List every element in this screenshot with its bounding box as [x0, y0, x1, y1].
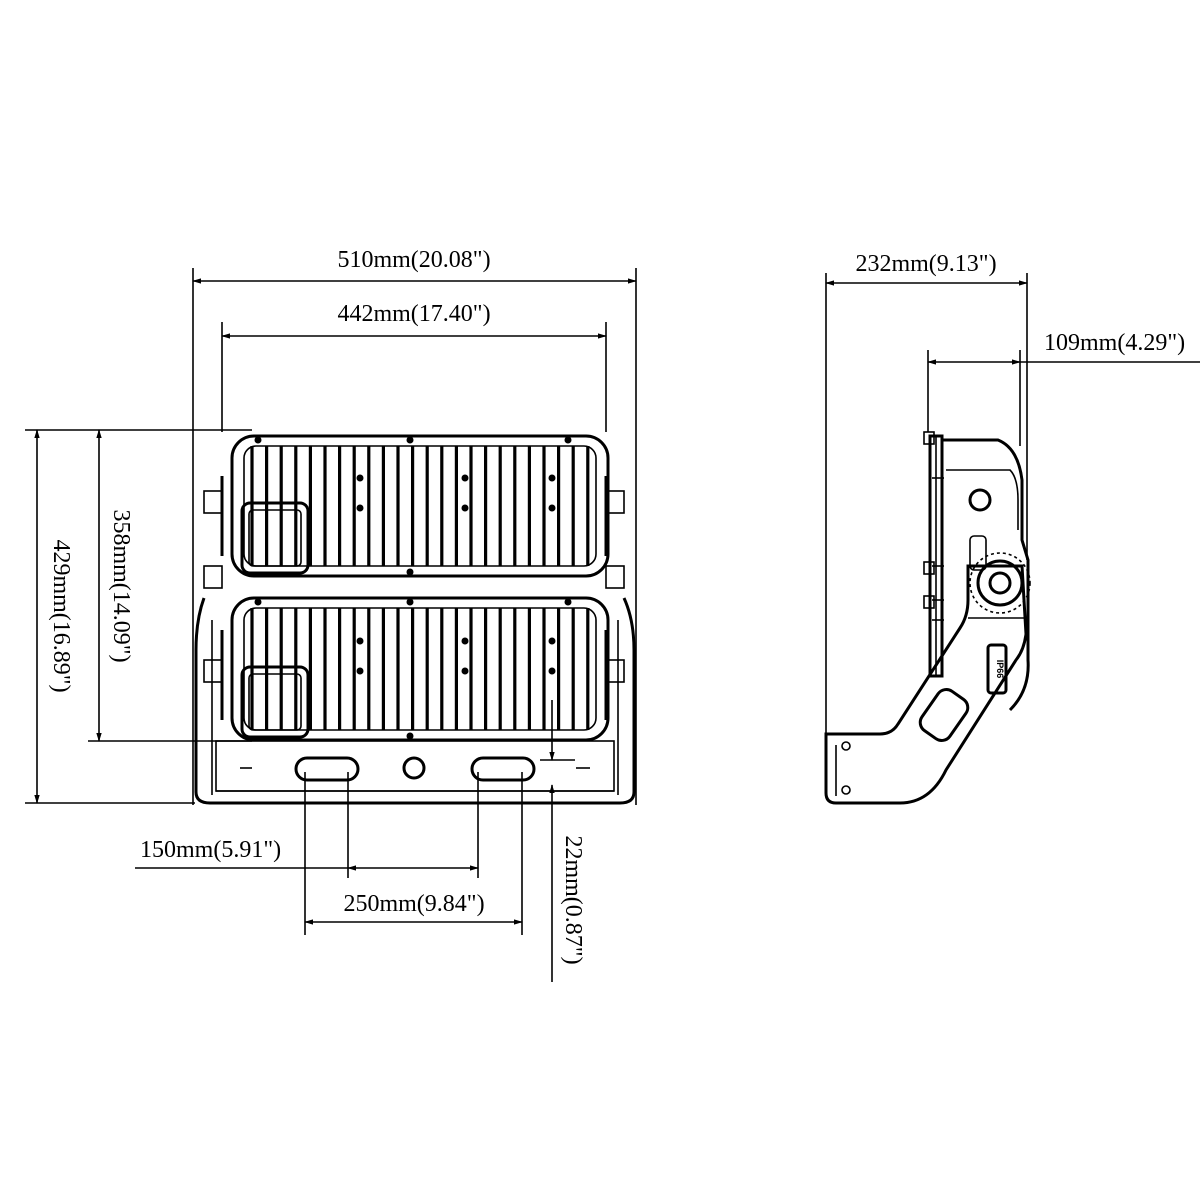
overall-width-label: 510mm(20.08") [337, 247, 490, 273]
screw-hole [406, 732, 414, 740]
inner-width-label: 442mm(17.40") [337, 301, 490, 327]
mounting-bracket-side [824, 564, 1028, 805]
dim-bracket-thickness: 22mm(0.87") [540, 700, 586, 982]
slot-spacing-label: 150mm(5.91") [140, 837, 281, 863]
heatsink-upper [203, 434, 625, 578]
dim-slot-spacing: 150mm(5.91") [135, 772, 479, 878]
dim-side-depth: 232mm(9.13") [825, 251, 1028, 740]
screw-hole [406, 598, 414, 606]
body-height-label: 358mm(14.09") [108, 509, 134, 662]
screw-hole [461, 504, 469, 512]
dim-inner-width: 442mm(17.40") [221, 301, 607, 432]
dim-side-offset: 109mm(4.29") [927, 330, 1200, 446]
screw-hole [254, 436, 262, 444]
side-depth-label: 232mm(9.13") [855, 251, 996, 277]
bracket-thickness-label: 22mm(0.87") [560, 835, 586, 964]
screw-hole [254, 598, 262, 606]
screw-hole [356, 504, 364, 512]
dim-overall-width: 510mm(20.08") [192, 247, 637, 805]
screw-hole [356, 474, 364, 482]
side-view: 232mm(9.13") 109mm(4.29") IP66 [824, 251, 1200, 805]
dim-slot-outer: 250mm(9.84") [304, 772, 523, 935]
screw-hole [564, 598, 572, 606]
screw-hole [356, 637, 364, 645]
ip-rating-badge: IP66 [995, 660, 1005, 679]
heatsink-lower [203, 565, 625, 742]
screw-hole [356, 667, 364, 675]
screw-hole [461, 667, 469, 675]
fixture-side-profile: IP66 [923, 431, 1031, 712]
screw-hole [548, 637, 556, 645]
screw-hole [548, 667, 556, 675]
screw-hole [548, 474, 556, 482]
side-offset-label: 109mm(4.29") [1044, 330, 1185, 356]
front-view: 510mm(20.08") 442mm(17.40") 429mm(16.89"… [25, 247, 637, 982]
dim-overall-height: 429mm(16.89") [25, 429, 252, 804]
screw-hole [564, 436, 572, 444]
slot-outer-label: 250mm(9.84") [343, 891, 484, 917]
screw-hole [461, 637, 469, 645]
screw-hole [406, 436, 414, 444]
screw-hole [461, 474, 469, 482]
mounting-bracket-front [194, 597, 636, 805]
dim-body-height: 358mm(14.09") [88, 429, 252, 742]
screw-hole [548, 504, 556, 512]
overall-height-label: 429mm(16.89") [48, 539, 74, 692]
screw-hole [406, 568, 414, 576]
